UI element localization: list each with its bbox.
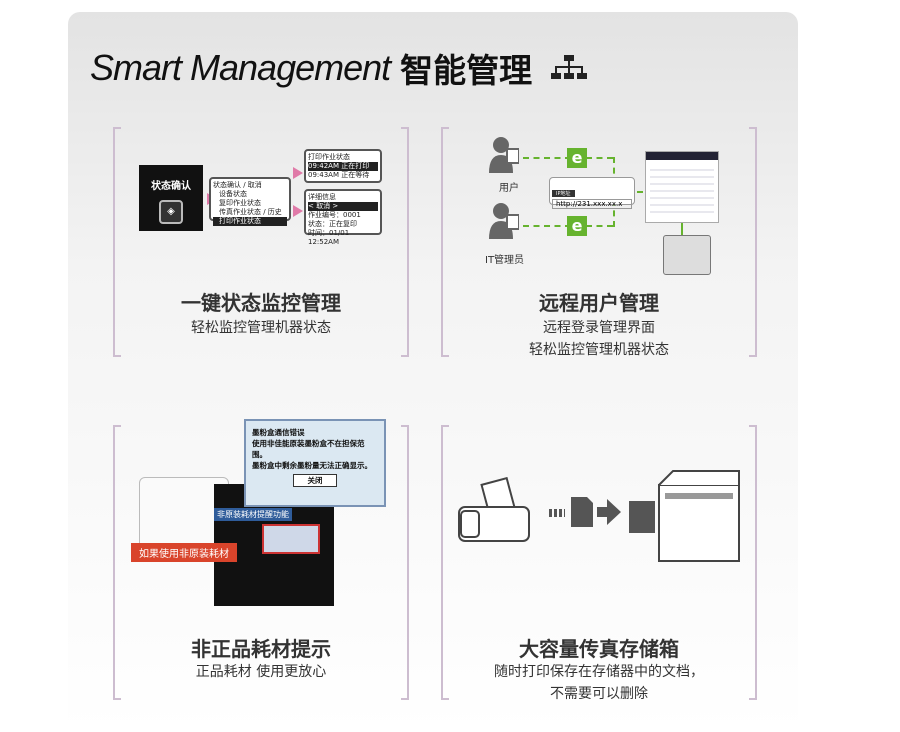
feature-heading: 远程用户管理 [539,291,659,315]
status-button-panel: 状态确认 ◈ [139,165,203,231]
close-button[interactable]: 关闭 [293,474,337,487]
feature-remote-management: 用户 IT管理员 e e IP地址 http://231.xxx.xx.x 远程… [441,127,757,358]
title-cn: 智能管理 [400,51,533,90]
feature-consumable-alert: 非原装耗材提醒功能 如果使用非原装耗材 墨粉盒通信错误 使用非佳能原装墨粉盒不在… [113,419,409,700]
status-button-label: 状态确认 [151,181,191,192]
user-icon [489,137,519,173]
feature-heading: 大容量传真存储箱 [519,637,679,661]
feature-subtitle: 轻松监控管理机器状态 [529,342,669,358]
printer-icon [663,235,711,275]
arrow-icon [293,167,303,179]
web-ui-screenshot [645,151,719,223]
feature-subtitle: 轻松监控管理机器状态 [191,320,331,336]
feature-subtitle: 远程登录管理界面 [543,320,655,336]
web-e-icon: e [567,148,587,168]
transfer-dots-icon [549,509,565,517]
url-field: http://231.xxx.xx.x [552,199,632,209]
feature-subtitle: 随时打印保存在存储器中的文档， [494,664,704,680]
feature-tag: 非原装耗材提醒功能 [214,508,292,521]
admin-icon [489,203,519,239]
fax-machine-icon [458,477,530,542]
web-e-icon: e [567,216,587,236]
detail-screen: 详细信息 < 取消 > 作业编号：0001 状态：正在复印 时间：01/01 1… [304,189,382,246]
feature-panel [68,12,798,732]
document-arrow-icon [571,497,621,527]
feature-heading: 一键状态监控管理 [181,291,341,315]
warning-arrow-label: 如果使用非原装耗材 [131,543,237,562]
error-dialog: 墨粉盒通信错误 使用非佳能原装墨粉盒不在担保范围。 墨粉盒中剩余墨粉量无法正确显… [244,419,386,507]
network-hierarchy-icon [551,55,588,79]
arrow-icon [293,205,303,217]
feature-subtitle: 正品耗材 使用更放心 [195,664,327,680]
feature-heading: 非正品耗材提示 [191,637,331,661]
status-confirm-icon: ◈ [159,200,183,224]
title-en: Smart Management [90,47,391,88]
ip-address-bubble: IP地址 http://231.xxx.xx.x [549,177,635,209]
user-label: 用户 [499,183,519,194]
feature-status-monitor: 状态确认 ◈ 状态确认 / 取消 设备状态 复印作业状态 传真作业状态 / 历史… [113,127,409,357]
feature-fax-storage: 大容量传真存储箱 随时打印保存在存储器中的文档， 不需要可以删除 [441,425,757,702]
admin-label: IT管理员 [485,255,525,266]
page-title: Smart Management 智能管理 [90,44,588,92]
job-status-screen: 打印作业状态 09:42AM 正在打印 09:43AM 正在等待 [304,149,382,183]
feature-subtitle: 不需要可以删除 [550,686,648,702]
multifunction-printer-icon [629,470,740,562]
status-menu-screen: 状态确认 / 取消 设备状态 复印作业状态 传真作业状态 / 历史 打印作业状态 [209,177,291,226]
